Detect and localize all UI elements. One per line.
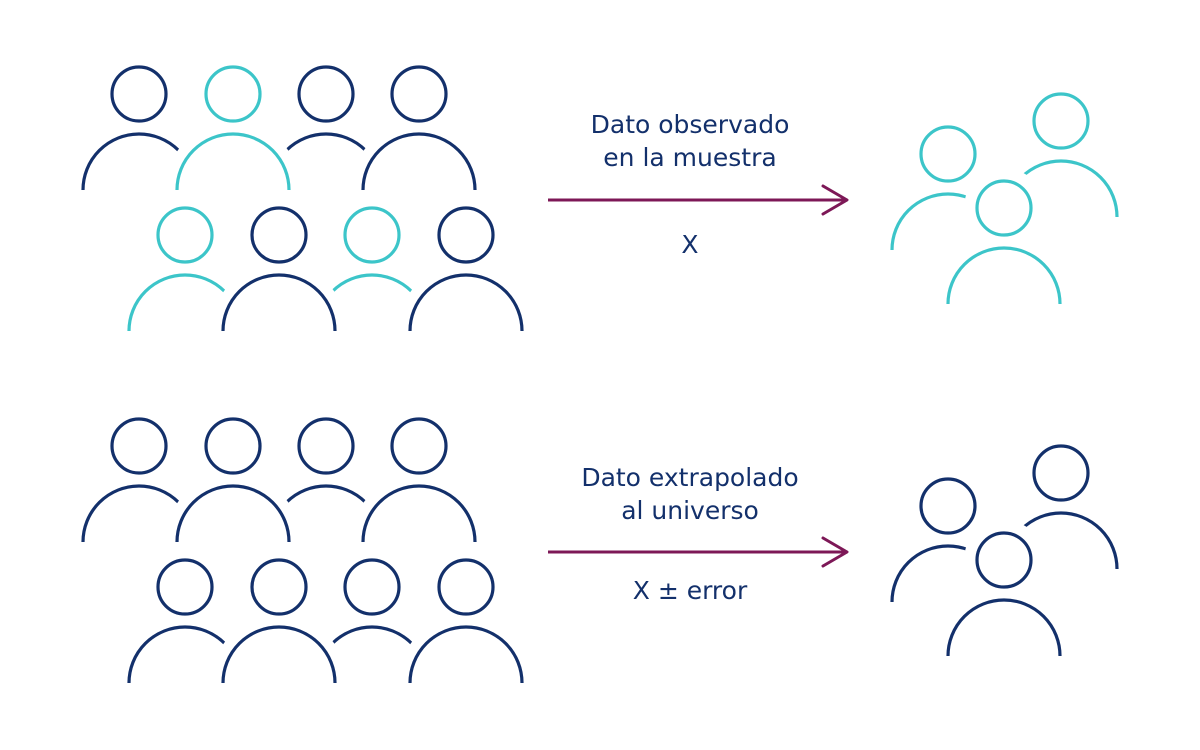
person-head-icon bbox=[156, 558, 214, 616]
bottom-caption-line2: al universo bbox=[621, 496, 759, 525]
person-head-icon bbox=[975, 179, 1033, 237]
top-population-person-8 bbox=[397, 195, 535, 343]
person-head-icon bbox=[250, 206, 308, 264]
person-head-icon bbox=[297, 65, 355, 123]
person-body-icon bbox=[408, 273, 524, 332]
person-head-icon bbox=[110, 417, 168, 475]
person-head-icon bbox=[250, 558, 308, 616]
person-head-icon bbox=[297, 417, 355, 475]
bottom-population-person-1 bbox=[70, 406, 208, 554]
person-body-icon bbox=[221, 625, 337, 684]
person-head-icon bbox=[390, 417, 448, 475]
top-caption-line1: Dato observado bbox=[590, 110, 790, 139]
top-arrow-icon bbox=[548, 184, 849, 216]
person-head-icon bbox=[1032, 444, 1090, 502]
bottom-sample-person-3 bbox=[935, 520, 1073, 668]
person-body-icon bbox=[408, 625, 524, 684]
top-population-person-4 bbox=[350, 54, 488, 202]
bottom-population-person-4 bbox=[350, 406, 488, 554]
person-head-icon bbox=[919, 477, 977, 535]
top-population-person-2 bbox=[164, 54, 302, 202]
person-head-icon bbox=[1032, 92, 1090, 150]
person-head-icon bbox=[156, 206, 214, 264]
bottom-arrow-icon bbox=[548, 536, 849, 568]
person-body-icon bbox=[946, 598, 1062, 657]
bottom-population-person-8 bbox=[397, 547, 535, 695]
top-sample-person-3 bbox=[935, 168, 1073, 316]
person-head-icon bbox=[390, 65, 448, 123]
person-body-icon bbox=[175, 484, 291, 543]
person-body-icon bbox=[361, 132, 477, 191]
top-value: X bbox=[681, 230, 699, 259]
person-head-icon bbox=[919, 125, 977, 183]
person-head-icon bbox=[204, 417, 262, 475]
person-head-icon bbox=[437, 558, 495, 616]
person-body-icon bbox=[946, 246, 1062, 305]
bottom-population-person-6 bbox=[210, 547, 348, 695]
bottom-caption: Dato extrapolado al universo bbox=[530, 461, 850, 527]
bottom-caption-line1: Dato extrapolado bbox=[581, 463, 799, 492]
person-head-icon bbox=[437, 206, 495, 264]
person-head-icon bbox=[343, 558, 401, 616]
person-body-icon bbox=[221, 273, 337, 332]
person-head-icon bbox=[343, 206, 401, 264]
person-head-icon bbox=[975, 531, 1033, 589]
bottom-value: X ± error bbox=[632, 576, 748, 605]
top-caption-line2: en la muestra bbox=[603, 143, 777, 172]
person-body-icon bbox=[361, 484, 477, 543]
bottom-population-person-2 bbox=[164, 406, 302, 554]
top-caption: Dato observado en la muestra bbox=[530, 108, 850, 174]
person-body-icon bbox=[175, 132, 291, 191]
person-head-icon bbox=[204, 65, 262, 123]
person-head-icon bbox=[110, 65, 168, 123]
top-population-person-6 bbox=[210, 195, 348, 343]
